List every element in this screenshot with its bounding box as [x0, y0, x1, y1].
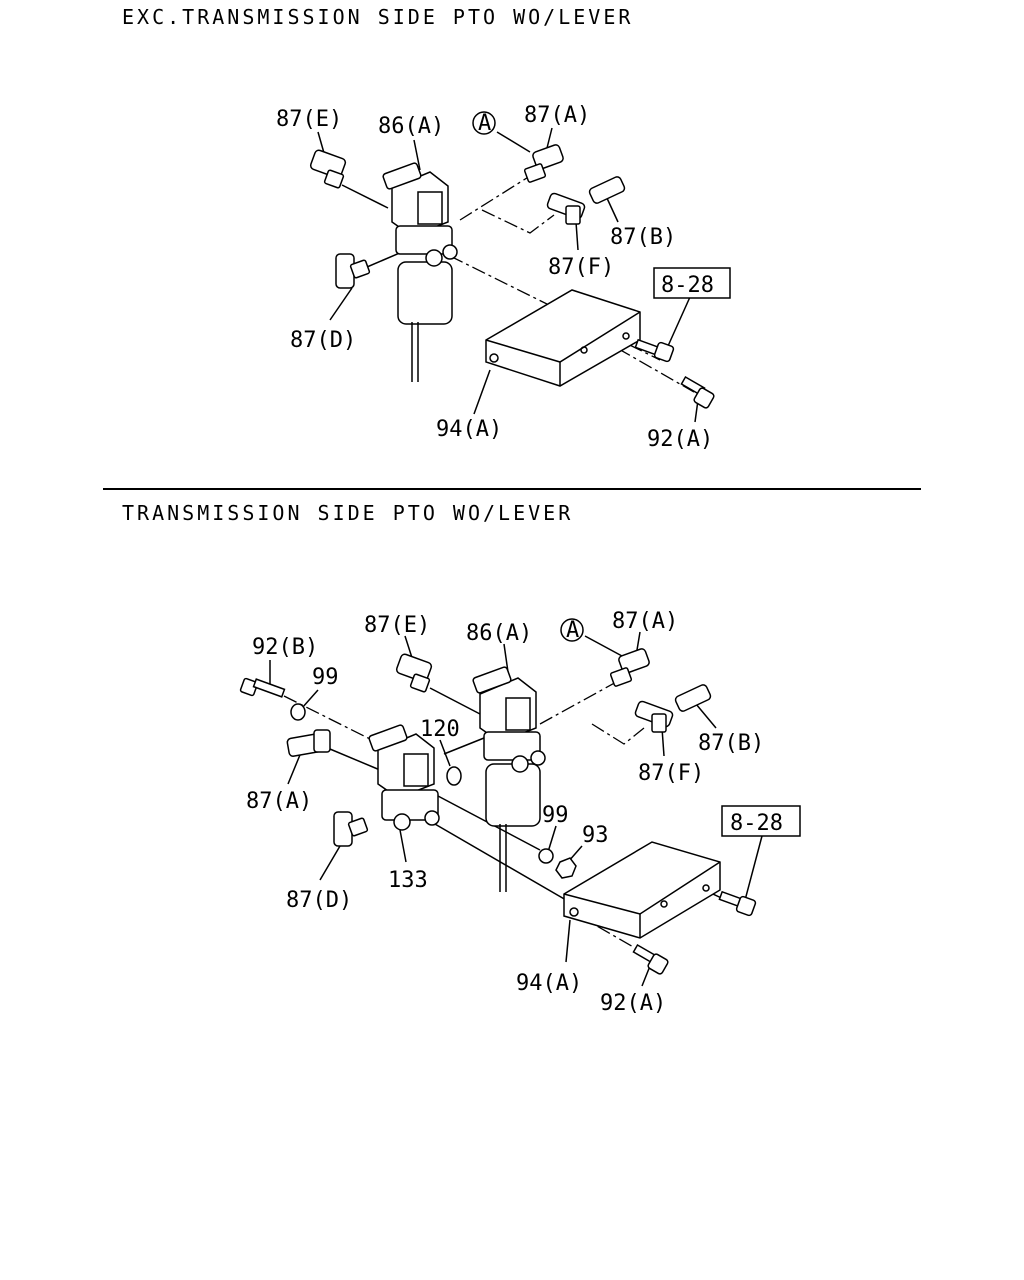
label-circle-a: A: [566, 618, 579, 643]
label-87d: 87(D): [290, 328, 356, 353]
fitting-87d-icon: [335, 253, 371, 289]
label-circle-a: A: [478, 111, 491, 136]
label-94a: 94(A): [436, 417, 502, 442]
bolt-92b-icon: [239, 677, 286, 698]
fitting-87f-icon: [546, 192, 586, 225]
nut-93-icon: [555, 857, 577, 879]
label-92b: 92(B): [252, 635, 318, 660]
label-94a: 94(A): [516, 971, 582, 996]
fitting-87e-icon: [309, 149, 347, 189]
label-87e: 87(E): [364, 613, 430, 638]
bolt-92a-icon: [632, 944, 669, 975]
label-ref-8-28: 8-28: [661, 273, 714, 298]
label-87a: 87(A): [524, 103, 590, 128]
label-86a: 86(A): [466, 621, 532, 646]
section-divider: [103, 488, 921, 490]
bolt-92a-icon: [680, 376, 715, 409]
label-ref-8-28: 8-28: [730, 811, 783, 836]
label-133: 133: [388, 868, 428, 893]
section-title-exc: EXC.TRANSMISSION SIDE PTO WO/LEVER: [122, 5, 634, 29]
label-92a: 92(A): [647, 427, 713, 452]
bolt-8-28-icon: [718, 890, 757, 917]
label-93: 93: [582, 823, 609, 848]
solenoid-valve-86a-icon: [382, 162, 458, 382]
fitting-87a-icon: [609, 648, 650, 687]
ref-box-8-28: [653, 267, 731, 299]
label-87a: 87(A): [612, 609, 678, 634]
solenoid-valve-86a-icon: [472, 666, 546, 892]
label-99: 99: [312, 665, 339, 690]
solenoid-valve-133-icon: [368, 724, 440, 831]
callout-a-circle-icon: [472, 111, 496, 135]
label-87f: 87(F): [548, 255, 614, 280]
fitting-87b-icon: [674, 684, 712, 712]
label-92a: 92(A): [600, 991, 666, 1016]
fitting-87f-icon: [634, 700, 674, 733]
label-87a-left: 87(A): [246, 789, 312, 814]
washer-99-icon: [290, 703, 306, 721]
label-87b: 87(B): [610, 225, 676, 250]
fitting-87d-icon: [333, 811, 369, 847]
fitting-87a-left-icon: [286, 729, 331, 757]
label-99b: 99: [542, 803, 569, 828]
bracket-94a-icon: [485, 289, 641, 387]
fitting-87b-icon: [588, 176, 626, 204]
bracket-94a-icon: [563, 841, 721, 939]
label-87d: 87(D): [286, 888, 352, 913]
label-87f: 87(F): [638, 761, 704, 786]
diagram-section-2: 92(B) 99 87(E) 86(A) A 87(A) 120 87(B) 8…: [239, 609, 801, 1016]
label-86a: 86(A): [378, 114, 444, 139]
callout-a-circle-icon: [560, 618, 584, 642]
section-title-main: TRANSMISSION SIDE PTO WO/LEVER: [122, 501, 574, 525]
washer-99b-icon: [538, 848, 554, 864]
label-120: 120: [420, 717, 460, 742]
ref-box-8-28: [721, 805, 801, 837]
label-87b: 87(B): [698, 731, 764, 756]
fitting-87a-icon: [523, 144, 564, 183]
bolt-8-28-icon: [634, 338, 675, 363]
fitting-87e-icon: [395, 653, 433, 693]
label-87e: 87(E): [276, 107, 342, 132]
diagram-section-1: 87(E) 86(A) A 87(A) 87(B) 87(F) 8-28 87(…: [276, 103, 731, 452]
o-ring-120-icon: [446, 766, 462, 786]
